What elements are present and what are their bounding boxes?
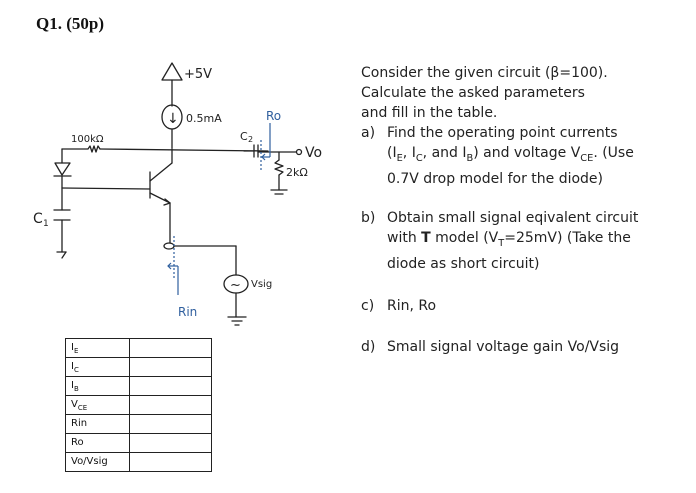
resistor-100k bbox=[61, 145, 101, 153]
item-a-line-3: 0.7V drop model for the diode) bbox=[387, 170, 604, 187]
row-label: IC bbox=[65, 357, 130, 377]
item-a-label: a) bbox=[361, 125, 376, 141]
item-c-line-1: Rin, Ro bbox=[387, 297, 437, 314]
answer-cell[interactable] bbox=[129, 357, 212, 377]
item-d-label: d) bbox=[361, 338, 376, 355]
rin-label: Rin bbox=[178, 305, 197, 319]
resistor-label: 100kΩ bbox=[71, 134, 104, 145]
item-c: c) Rin, Ro bbox=[361, 296, 681, 316]
answer-cell[interactable] bbox=[129, 452, 212, 472]
answer-cell[interactable] bbox=[129, 395, 212, 415]
c1-sub: 1 bbox=[43, 219, 49, 229]
intro-line-1: Consider the given circuit (β=100). bbox=[361, 65, 608, 81]
question-title: Q1. (50p) bbox=[36, 14, 104, 33]
intro-line-3: and fill in the table. bbox=[361, 105, 498, 121]
answer-cell[interactable] bbox=[129, 414, 212, 434]
table-row: Ro bbox=[65, 433, 212, 453]
diode bbox=[54, 162, 71, 176]
item-b: b) Obtain small signal eqivalent circuit… bbox=[361, 208, 681, 274]
answer-cell[interactable] bbox=[129, 338, 212, 358]
c2-sub: 2 bbox=[248, 135, 253, 144]
source-label: Vsig bbox=[251, 279, 272, 290]
row-label: IB bbox=[65, 376, 130, 396]
supply-symbol bbox=[161, 62, 183, 81]
table-row: Rin bbox=[65, 414, 212, 434]
c1-label: C bbox=[33, 211, 43, 227]
current-source-label: 0.5mA bbox=[186, 112, 222, 125]
resistor-2k bbox=[274, 159, 284, 176]
item-a-line-1: Find the operating point currents bbox=[387, 125, 618, 141]
answer-cell[interactable] bbox=[129, 433, 212, 453]
table-row: VCE bbox=[65, 395, 212, 415]
intro-line-2: Calculate the asked parameters bbox=[361, 85, 585, 101]
load-resistor-label: 2kΩ bbox=[286, 166, 308, 179]
table-row: IB bbox=[65, 376, 212, 396]
row-label: VCE bbox=[65, 395, 130, 415]
answer-cell[interactable] bbox=[129, 376, 212, 396]
item-b-label: b) bbox=[361, 209, 376, 226]
sine-icon: ~ bbox=[230, 278, 241, 293]
item-d: d) Small signal voltage gain Vo/Vsig bbox=[361, 337, 681, 357]
item-b-line-2: with T model (VT=25mV) (Take the bbox=[387, 229, 631, 249]
table-row: Vo/Vsig bbox=[65, 452, 212, 472]
table-row: IE bbox=[65, 338, 212, 358]
ro-label: Ro bbox=[266, 109, 281, 123]
question-text: Consider the given circuit (β=100). Calc… bbox=[361, 63, 681, 357]
row-label: Vo/Vsig bbox=[65, 452, 130, 472]
current-arrow-icon: ↓ bbox=[167, 111, 179, 127]
supply-label: +5V bbox=[184, 67, 212, 82]
row-label: Rin bbox=[65, 414, 130, 434]
item-a: a) Find the operating point currents (IE… bbox=[361, 123, 681, 189]
item-b-line-3: diode as short circuit) bbox=[387, 255, 540, 272]
row-label: IE bbox=[65, 338, 130, 358]
c2-label: C bbox=[240, 130, 248, 143]
table-row: IC bbox=[65, 357, 212, 377]
item-a-line-2: (IE, IC, and IB) and voltage VCE. (Use bbox=[387, 145, 634, 164]
item-b-line-1: Obtain small signal eqivalent circuit bbox=[387, 209, 639, 226]
circuit-diagram: ↓ ~ +5V 0.5mA 100kΩ C 1 C 2 2kΩ Vo Vsig … bbox=[33, 62, 322, 326]
item-d-line-1: Small signal voltage gain Vo/Vsig bbox=[387, 338, 620, 355]
output-label: Vo bbox=[305, 145, 322, 161]
item-c-label: c) bbox=[361, 297, 375, 314]
answer-table: IE IC IB VCE Rin Ro Vo/Vsig bbox=[65, 338, 212, 472]
row-label: Ro bbox=[65, 433, 130, 453]
